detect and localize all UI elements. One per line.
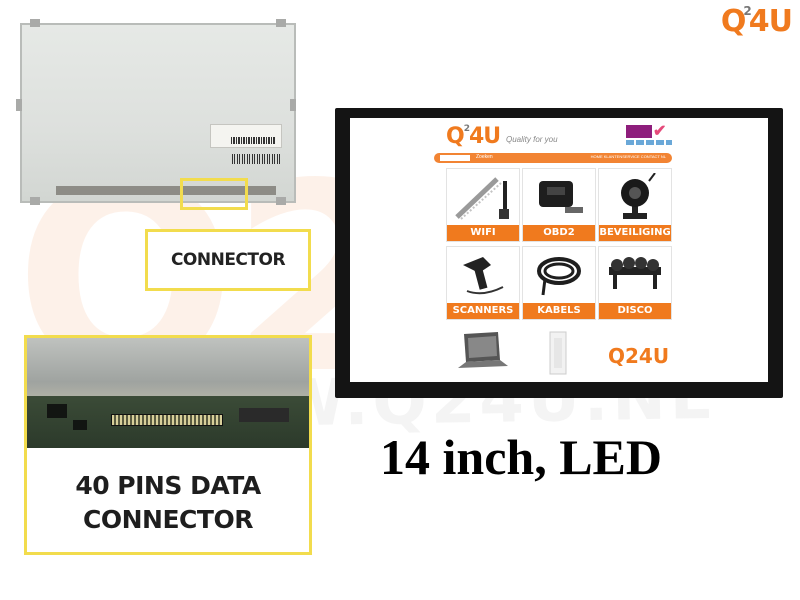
search-input[interactable] <box>440 155 470 161</box>
category-tile-disco[interactable]: DISCO <box>598 246 672 320</box>
connector-pins <box>111 414 223 426</box>
category-tile-kabels[interactable]: KABELS <box>522 246 596 320</box>
caption-line-2: CONNECTOR <box>83 505 253 534</box>
connector-photo <box>27 338 309 448</box>
tile-label: DISCO <box>599 303 671 319</box>
barcode-scanner-icon <box>463 257 504 295</box>
search-button[interactable]: Zoeken <box>476 154 493 160</box>
nav-links[interactable]: HOME KLANTENSERVICE CONTACT NL <box>590 154 666 159</box>
mounting-tab <box>276 197 286 205</box>
mounting-tab <box>16 99 22 111</box>
category-tile-wifi[interactable]: WIFI <box>446 168 520 242</box>
panel-bottom-edge <box>56 186 276 195</box>
site-tagline: Quality for you <box>506 135 558 144</box>
lcd-panel-photo <box>16 19 296 205</box>
category-tile-laptops[interactable] <box>446 324 520 382</box>
tile-label: KABELS <box>523 303 595 319</box>
panel-sticker <box>210 124 282 148</box>
tile-label: SCANNERS <box>447 303 519 319</box>
category-tile-q24u[interactable]: Q24U <box>598 324 672 382</box>
pcb-chip <box>73 420 87 430</box>
category-tile-obd2[interactable]: OBD2 <box>522 168 596 242</box>
monitor-screen: Q24U Quality for you ✔ Zoeken HOME KLANT… <box>350 118 768 382</box>
category-tile-accessories[interactable] <box>522 324 596 382</box>
brand-tile-text: Q24U <box>608 344 670 368</box>
mounting-tab <box>30 197 40 205</box>
site-navbar: Zoeken HOME KLANTENSERVICE CONTACT NL <box>434 153 672 163</box>
webshop-badge <box>626 125 652 138</box>
site-logo[interactable]: Q24U <box>446 124 501 149</box>
laptop-icon <box>458 332 508 368</box>
connector-callout: CONNECTOR <box>145 229 311 291</box>
security-camera-icon <box>621 173 656 219</box>
category-tile-scanners[interactable]: SCANNERS <box>446 246 520 320</box>
check-icon: ✔ <box>653 123 667 140</box>
obd2-scanner-icon <box>539 181 583 213</box>
connector-highlight <box>180 178 248 210</box>
tile-label: WIFI <box>447 225 519 241</box>
disco-light-icon <box>609 257 661 289</box>
mounting-tab <box>30 19 40 27</box>
category-tile-beveiliging[interactable]: BEVEILIGING <box>598 168 672 242</box>
cable-icon <box>537 257 581 296</box>
payment-badges <box>626 140 672 145</box>
connector-closeup: 40 PINS DATA CONNECTOR <box>24 335 312 555</box>
mounting-tab <box>276 19 286 27</box>
wifi-antenna-icon <box>455 177 509 220</box>
tile-label: OBD2 <box>523 225 595 241</box>
caption-line-1: 40 PINS DATA <box>75 471 261 500</box>
pcb-chip <box>239 408 289 422</box>
brand-logo: Q24U <box>720 4 793 39</box>
accessory-icon <box>549 331 567 375</box>
tile-label: BEVEILIGING <box>599 225 671 241</box>
closeup-caption: 40 PINS DATA CONNECTOR <box>27 453 309 553</box>
panel-barcode <box>232 154 280 164</box>
pcb-chip <box>47 404 67 418</box>
product-headline: 14 inch, LED <box>380 429 663 485</box>
mounting-tab <box>290 99 296 111</box>
